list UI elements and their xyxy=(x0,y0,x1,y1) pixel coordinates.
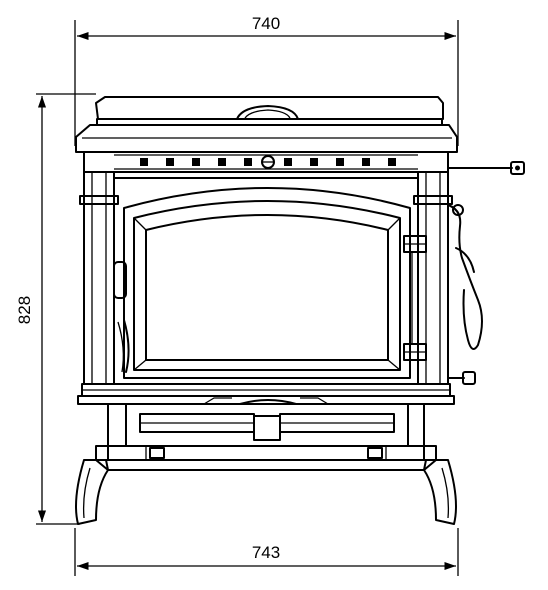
stove xyxy=(75,96,525,525)
left-side-column xyxy=(79,171,119,385)
left-hinge-icon xyxy=(113,261,130,373)
dimension-height: 828 xyxy=(15,93,96,525)
dimension-top-width: 740 xyxy=(74,14,459,146)
stove-door[interactable] xyxy=(113,177,419,385)
decorative-vent-band xyxy=(83,151,449,173)
dimension-bottom-width: 743 xyxy=(74,528,459,576)
air-control-rod-lower[interactable] xyxy=(447,371,476,385)
height-label: 828 xyxy=(15,296,34,324)
stove-base xyxy=(95,445,437,471)
stove-top-plate xyxy=(75,96,458,153)
right-leg xyxy=(423,459,457,525)
door-hinges xyxy=(403,235,427,361)
door-handle-icon[interactable] xyxy=(447,204,483,350)
ash-drawer[interactable] xyxy=(107,397,425,461)
bottom-width-label: 743 xyxy=(252,543,280,562)
left-leg xyxy=(75,459,109,525)
air-control-rod-upper[interactable] xyxy=(447,161,525,175)
top-width-label: 740 xyxy=(252,14,280,33)
